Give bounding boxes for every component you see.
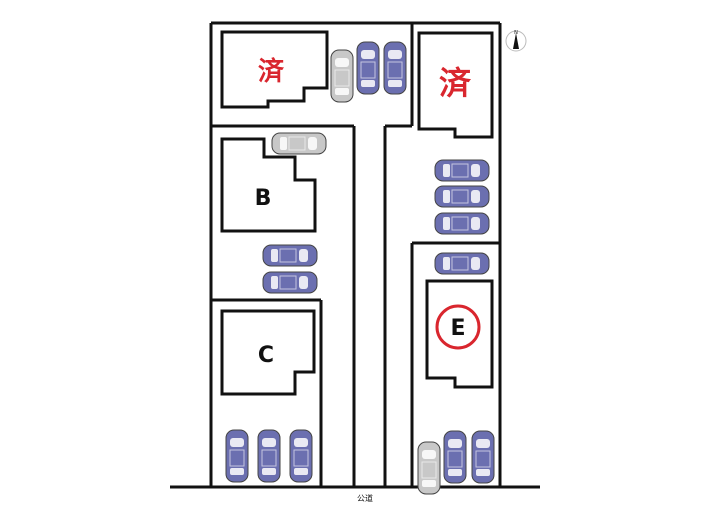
car-icon [434,159,490,182]
lot-label-e: E [450,316,465,341]
car-icon [262,271,318,294]
building-top-left [220,30,329,109]
car-icon [330,49,354,103]
building-b [220,137,317,233]
compass-label: N [514,30,518,36]
car-icon [383,41,407,95]
car-icon [225,429,249,483]
car-icon [434,185,490,208]
car-icon [471,430,495,484]
car-icon [417,441,441,495]
highlight-circle-e [435,304,481,350]
lot-boundaries [170,21,540,489]
car-icon [271,132,327,155]
lot-label-c: C [258,343,274,368]
sold-label-top-right: 済 [439,64,472,102]
car-icon [262,244,318,267]
lot-label-b: B [255,186,272,211]
car-icon [356,41,380,95]
building-c [220,309,316,396]
building-e [425,279,494,389]
car-icon [443,430,467,484]
building-top-right [417,31,494,139]
car-icon [289,429,313,483]
sold-label-top-left: 済 [258,56,285,87]
north-compass-icon: N [505,30,527,52]
car-icon [434,212,490,235]
car-icon [434,252,490,275]
road-label: 公道 [357,493,373,503]
car-icon [257,429,281,483]
